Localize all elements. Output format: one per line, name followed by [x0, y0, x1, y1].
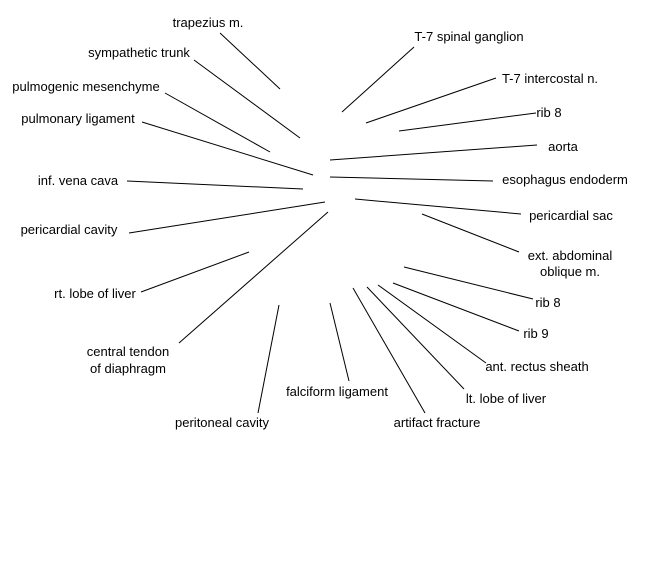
label-rt-lobe-liver: rt. lobe of liver — [54, 286, 136, 301]
leader-line-esophagus-endoderm — [329, 176, 494, 182]
label-rib-8-upper: rib 8 — [536, 105, 561, 120]
label-rib-9: rib 9 — [523, 326, 548, 341]
label-line: of diaphragm — [90, 361, 166, 376]
leader-line-ant-rectus-sheath — [377, 284, 487, 364]
leader-line-peritoneal-cavity — [257, 304, 280, 414]
label-line: T-7 intercostal n. — [502, 71, 598, 86]
label-pulmogenic-mesenchyme: pulmogenic mesenchyme — [12, 79, 159, 94]
label-line: inf. vena cava — [38, 173, 119, 188]
label-aorta: aorta — [548, 139, 578, 154]
label-line: ant. rectus sheath — [485, 359, 588, 374]
label-line: rt. lobe of liver — [54, 286, 136, 301]
label-esophagus-endoderm: esophagus endoderm — [502, 172, 628, 187]
leader-line-rt-lobe-liver — [140, 251, 250, 293]
label-line: lt. lobe of liver — [466, 391, 547, 406]
label-peritoneal-cavity: peritoneal cavity — [175, 415, 269, 430]
leader-line-ext-abdominal-oblique — [421, 213, 520, 253]
label-line: artifact fracture — [394, 415, 481, 430]
label-line: pulmogenic mesenchyme — [12, 79, 159, 94]
label-line: pericardial cavity — [21, 222, 118, 237]
label-line: trapezius m. — [173, 15, 244, 30]
label-pericardial-sac: pericardial sac — [529, 208, 613, 223]
leader-line-pulmogenic-mesenchyme — [164, 92, 271, 153]
leader-line-sympathetic-trunk — [193, 59, 301, 139]
label-lt-lobe-liver: lt. lobe of liver — [466, 391, 547, 406]
leader-line-aorta — [329, 144, 538, 161]
label-line: pericardial sac — [529, 208, 613, 223]
label-group: trapezius m. sympathetic trunk pulmogenic … — [12, 15, 628, 430]
label-line: rib 9 — [523, 326, 548, 341]
leader-line-falciform-ligament — [329, 302, 350, 382]
label-pericardial-cavity: pericardial cavity — [21, 222, 118, 237]
label-t7-spinal-ganglion: T-7 spinal ganglion — [414, 29, 523, 44]
label-line: ext. abdominal — [528, 248, 613, 263]
leader-line-central-tendon — [178, 211, 329, 344]
leader-line-artifact-fracture — [352, 287, 426, 414]
leader-line-t7-spinal-ganglion — [341, 46, 415, 113]
leader-line-inf-vena-cava — [126, 180, 304, 190]
label-sympathetic-trunk: sympathetic trunk — [88, 45, 190, 60]
label-artifact-fracture: artifact fracture — [394, 415, 481, 430]
leader-line-pericardial-cavity — [128, 201, 326, 234]
label-line: oblique m. — [540, 264, 600, 279]
label-inf-vena-cava: inf. vena cava — [38, 173, 119, 188]
label-line: central tendon — [87, 344, 169, 359]
label-line: rib 8 — [536, 105, 561, 120]
label-line: aorta — [548, 139, 578, 154]
label-rib-8-lower: rib 8 — [535, 295, 560, 310]
label-line: esophagus endoderm — [502, 172, 628, 187]
label-line: peritoneal cavity — [175, 415, 269, 430]
label-line: falciform ligament — [286, 384, 388, 399]
leader-line-rib-9 — [392, 282, 520, 332]
label-line: sympathetic trunk — [88, 45, 190, 60]
label-t7-intercostal: T-7 intercostal n. — [502, 71, 598, 86]
label-central-tendon: central tendon of diaphragm — [87, 344, 169, 376]
leader-line-pericardial-sac — [354, 198, 522, 215]
leader-line-rib-8-lower — [403, 266, 534, 300]
label-falciform-ligament: falciform ligament — [286, 384, 388, 399]
leader-line-rib-8-upper — [398, 112, 537, 132]
label-line: rib 8 — [535, 295, 560, 310]
leader-lines — [126, 32, 538, 414]
leader-line-lt-lobe-liver — [366, 286, 465, 390]
label-line: T-7 spinal ganglion — [414, 29, 523, 44]
leader-line-pulmonary-ligament — [141, 121, 314, 176]
leader-line-t7-intercostal — [365, 77, 497, 124]
leader-line-trapezius — [219, 32, 281, 90]
label-ant-rectus-sheath: ant. rectus sheath — [485, 359, 588, 374]
label-pulmonary-ligament: pulmonary ligament — [21, 111, 135, 126]
label-trapezius: trapezius m. — [173, 15, 244, 30]
label-line: pulmonary ligament — [21, 111, 135, 126]
